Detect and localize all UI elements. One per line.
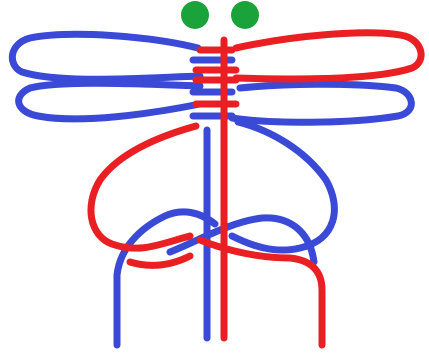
blue-lower-left-wing <box>19 83 200 119</box>
red-lower-right-loop <box>200 240 322 345</box>
red-left-crossing <box>130 256 190 265</box>
left-eye-bead <box>181 1 209 29</box>
blue-lower-left-loop <box>117 212 215 345</box>
red-upper-right-wing <box>236 33 421 79</box>
blue-upper-left-wing <box>12 34 200 79</box>
right-eye-bead <box>231 1 259 29</box>
blue-right-body-loop <box>232 122 334 250</box>
blue-lower-right-wing <box>232 84 411 122</box>
